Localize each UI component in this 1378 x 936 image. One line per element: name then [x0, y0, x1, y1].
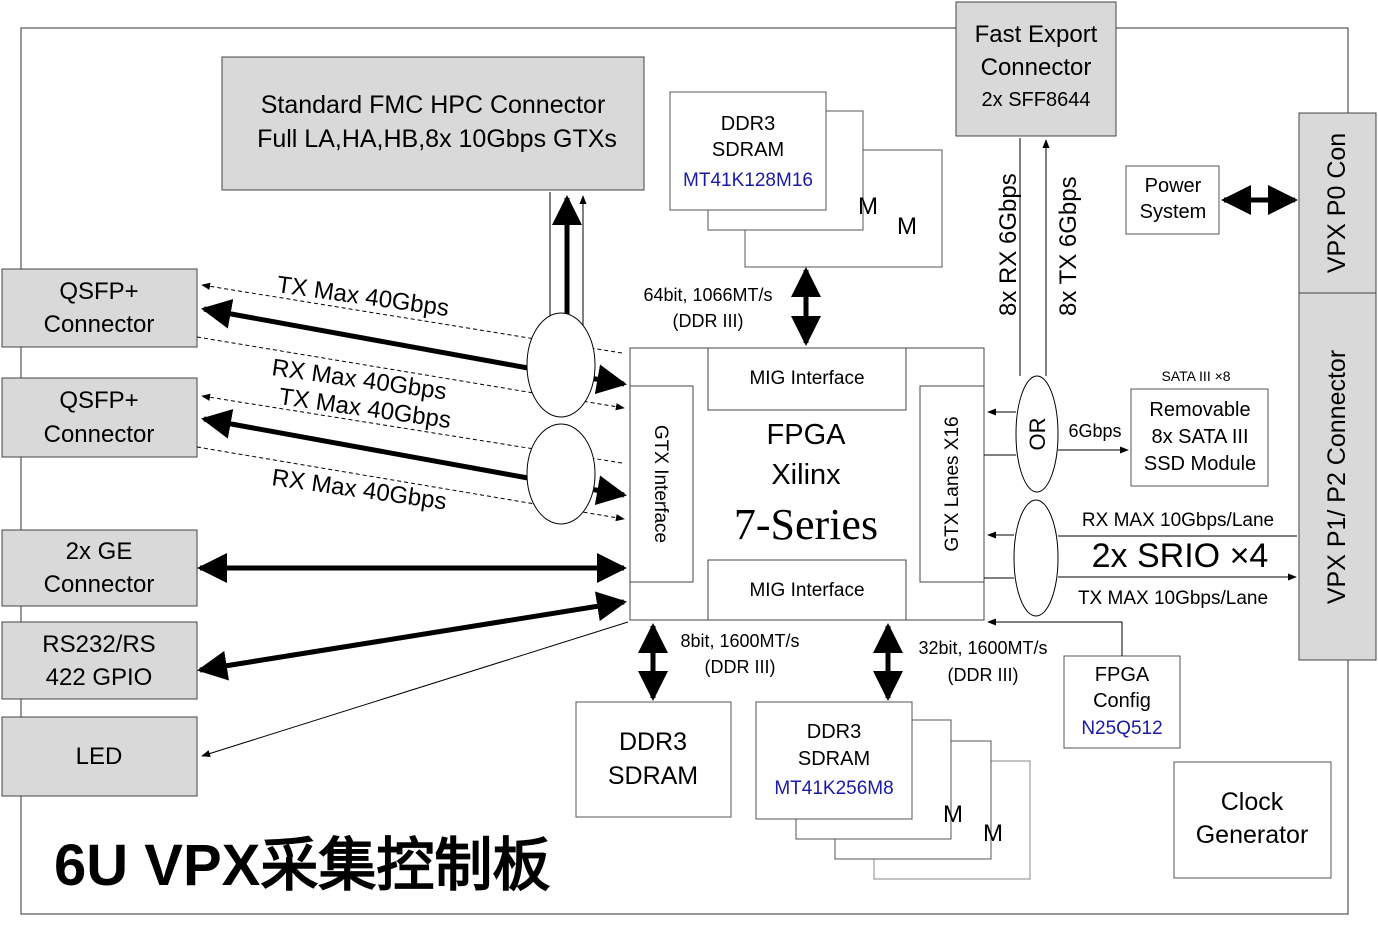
fmc-connector: Standard FMC HPC Connector Full LA,HA,HB…: [221, 56, 645, 191]
fpga-line2: Xilinx: [771, 459, 841, 491]
sata-module: Removable 8x SATA III SSD Module: [1130, 388, 1269, 487]
ddr3-bottom-left: DDR3 SDRAM: [575, 701, 732, 818]
rs232-line2: 422 GPIO: [46, 664, 153, 691]
ge-line1: 2x GE: [66, 538, 133, 565]
fpga-line3: 7-Series: [734, 500, 878, 549]
sata-line3: SSD Module: [1144, 453, 1256, 475]
ddr-br-behind-label-1: M: [943, 801, 963, 828]
qsfp1-fpga-thick-arrow: [589, 364, 627, 395]
vpx-p1p2-label: VPX P1/ P2 Connector: [1323, 350, 1351, 604]
srio-tx-label: TX MAX 10Gbps/Lane: [1078, 588, 1268, 609]
or-combiner: [1015, 375, 1059, 493]
power-line2: System: [1140, 201, 1207, 223]
qsfp2-combiner: [526, 423, 596, 525]
ddr-top-behind-label-1: M: [858, 193, 878, 220]
gtx-interface-block: [629, 385, 694, 583]
gtx-lanes-label: GTX Lanes X16: [942, 416, 963, 551]
sata-rate-label: 6Gbps: [1068, 421, 1121, 441]
ddr-br-line1: DDR3: [807, 721, 861, 743]
srio-main-label: 2x SRIO ×4: [1092, 537, 1269, 575]
sata-caption: SATA III ×8: [1161, 368, 1230, 384]
ddr-br-behind-label-2: M: [983, 820, 1003, 847]
ddr-top-part-number: MT41K128M16: [683, 170, 813, 191]
mig-interface-top: [707, 347, 907, 411]
fast-export-line2: Connector: [981, 54, 1092, 81]
fpga-line1: FPGA: [767, 419, 847, 451]
qsfp2-line2: Connector: [44, 421, 155, 448]
clock-generator: Clock Generator: [1173, 761, 1332, 879]
ddr-bl-line2: SDRAM: [608, 762, 698, 790]
vpx-p1p2-connector: VPX P1/ P2 Connector: [1298, 292, 1377, 661]
ddr-top-bus-type: (DDR III): [673, 311, 744, 331]
left-connector-led: LED: [1, 716, 198, 797]
ddr-br-part-number: MT41K256M8: [774, 778, 893, 799]
config-to-fpga-arrow: [987, 618, 1123, 656]
clock-line1: Clock: [1221, 788, 1284, 816]
qsfp2-line1: QSFP+: [59, 387, 138, 414]
rs232-link-arrow: [197, 591, 627, 681]
fpga-config-line2: Config: [1093, 690, 1151, 712]
ddr-bl-line1: DDR3: [619, 728, 687, 756]
ddr-top-line1: DDR3: [721, 113, 775, 135]
qsfp1-line1: QSFP+: [59, 278, 138, 305]
ddr-br-line2: SDRAM: [798, 748, 870, 770]
fpga-config-line1: FPGA: [1095, 664, 1150, 686]
sata-line2: 8x SATA III: [1151, 426, 1248, 448]
fast-export-line1: Fast Export: [975, 21, 1098, 48]
fast-export-tx-label: 8x TX 6Gbps: [1055, 176, 1082, 316]
ddr-top-behind-label-2: M: [897, 213, 917, 240]
ddr-br-bus-type: (DDR III): [948, 665, 1019, 685]
fpga-block: MIG Interface MIG Interface GTX Interfac…: [629, 347, 985, 621]
qsfp2-thick-arrow: [201, 409, 529, 481]
ddr-top-bus-width: 64bit, 1066MT/s: [643, 285, 772, 305]
clock-line2: Generator: [1196, 821, 1309, 849]
gtx-lanes-block: [919, 385, 985, 583]
srio-combiner: [1013, 499, 1059, 617]
board-title: 6U VPX采集控制板: [54, 833, 550, 898]
qsfp1-thick-arrow: [201, 299, 529, 371]
qsfp2-rx-label: RX Max 40Gbps: [270, 464, 448, 515]
ddr-bl-bus-type: (DDR III): [705, 657, 776, 677]
power-line1: Power: [1145, 175, 1202, 197]
fast-export-rx-label: 8x RX 6Gbps: [995, 173, 1022, 316]
vpx-p0-label: VPX P0 Con: [1323, 133, 1351, 273]
vpx-p0-connector: VPX P0 Con: [1298, 112, 1377, 294]
mig-top-label: MIG Interface: [749, 368, 864, 389]
fpga-config: FPGA Config N25Q512: [1063, 655, 1181, 749]
left-connector-ge: 2x GE Connector: [1, 529, 198, 607]
power-system: Power System: [1125, 165, 1220, 235]
left-connector-qsfp-1: QSFP+ Connector: [1, 268, 198, 348]
ge-line2: Connector: [44, 571, 155, 598]
qsfp2-fpga-thick-arrow: [589, 475, 627, 506]
fmc-line2: Full LA,HA,HB,8x 10Gbps GTXs: [257, 125, 617, 153]
ddr-bl-bus-width: 8bit, 1600MT/s: [680, 631, 799, 651]
srio-rx-label: RX MAX 10Gbps/Lane: [1082, 510, 1274, 531]
or-label: OR: [1025, 418, 1050, 451]
fmc-line1: Standard FMC HPC Connector: [261, 91, 606, 119]
led-link-arrow: [201, 621, 629, 758]
ddr-br-bus-width: 32bit, 1600MT/s: [918, 638, 1047, 658]
gtx-interface-label: GTX Interface: [650, 425, 671, 543]
fast-export-connector: Fast Export Connector 2x SFF8644: [955, 1, 1117, 137]
qsfp1-tx-label: TX Max 40Gbps: [275, 271, 450, 322]
sata-line1: Removable: [1149, 399, 1250, 421]
mig-interface-bottom: [707, 559, 907, 621]
ddr3-top-stack: M M DDR3 SDRAM MT41K128M16: [669, 91, 943, 268]
fast-export-line3: 2x SFF8644: [982, 89, 1091, 111]
led-line1: LED: [76, 743, 123, 770]
qsfp1-combiner: [526, 312, 596, 418]
ddr3-bottom-right-stack: M M DDR3 SDRAM MT41K256M8: [755, 701, 1031, 880]
left-connector-qsfp-2: QSFP+ Connector: [1, 377, 198, 458]
mig-bottom-label: MIG Interface: [749, 580, 864, 601]
ddr-top-line2: SDRAM: [712, 139, 784, 161]
rs232-line1: RS232/RS: [42, 631, 155, 658]
left-connector-rs232: RS232/RS 422 GPIO: [1, 621, 198, 700]
qsfp1-line2: Connector: [44, 311, 155, 338]
fpga-config-part-number: N25Q512: [1081, 718, 1162, 739]
